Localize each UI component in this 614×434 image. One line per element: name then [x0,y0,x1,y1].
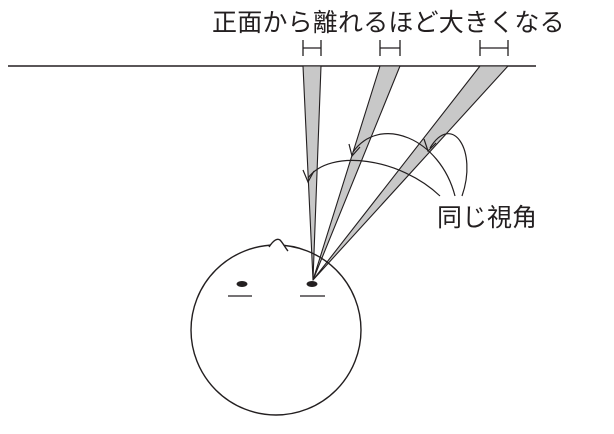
leader-curve-front [307,159,441,197]
width-marker-far [479,40,509,56]
width-marker-middle [379,40,401,56]
head-outline [190,244,362,416]
leader-curve-middle [352,133,456,197]
same-angle-caption: 同じ視角 [437,203,538,232]
right-eye [306,281,318,287]
cone-far [312,65,509,281]
top-caption: 正面から離れるほど大きくなる [212,8,565,37]
width-marker-front [302,40,322,56]
hair-tuft [268,238,289,252]
arrowhead-far [423,138,437,153]
leader-curve-far [429,133,468,197]
head-figure [190,238,362,416]
arrowhead-front [302,169,315,184]
arrowhead-middle [348,143,361,158]
cone-middle [312,65,401,281]
left-eye [236,281,248,287]
